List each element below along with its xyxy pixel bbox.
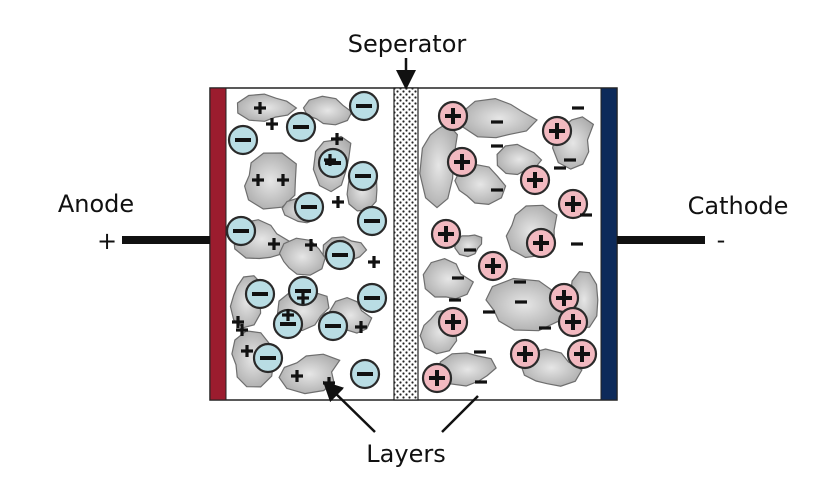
- anode-label: Anode: [58, 190, 134, 218]
- cathode-terminal: [617, 236, 705, 244]
- positive-charge: [282, 309, 294, 321]
- negative-charge: [572, 106, 584, 110]
- layers-label: Layers: [366, 440, 445, 468]
- positive-charge: [305, 239, 317, 251]
- negative-charge: [554, 166, 566, 170]
- negative-ion: [324, 239, 356, 271]
- negative-charge: [449, 298, 461, 302]
- positive-charge: [236, 324, 248, 336]
- negative-charge: [539, 326, 551, 330]
- particle-blob: [236, 93, 298, 122]
- negative-charge: [515, 300, 527, 304]
- positive-charge: [291, 370, 303, 382]
- negative-ion: [348, 90, 380, 122]
- negative-ion: [225, 215, 257, 247]
- positive-ion: [519, 164, 551, 196]
- positive-charge: [355, 321, 367, 333]
- anode-terminal: [122, 236, 210, 244]
- negative-ion: [252, 342, 284, 374]
- negative-ion: [347, 160, 379, 192]
- anode-sign: +: [97, 227, 117, 255]
- negative-charge: [474, 350, 486, 354]
- cathode-plate: [600, 87, 618, 401]
- positive-ion: [421, 362, 453, 394]
- positive-charge: [268, 238, 280, 250]
- positive-ion: [437, 100, 469, 132]
- positive-charge: [277, 174, 289, 186]
- positive-charge: [252, 174, 264, 186]
- negative-charge: [475, 380, 487, 384]
- positive-charge: [368, 256, 380, 268]
- negative-charge: [571, 242, 583, 246]
- layers-arrow-right: [441, 395, 479, 433]
- negative-charge: [464, 248, 476, 252]
- positive-charge: [331, 133, 343, 145]
- negative-ion: [317, 147, 349, 179]
- negative-charge: [580, 213, 592, 217]
- positive-ion: [525, 227, 557, 259]
- positive-ion: [430, 218, 462, 250]
- negative-ion: [356, 205, 388, 237]
- positive-charge: [241, 345, 253, 357]
- cathode-label: Cathode: [688, 192, 789, 220]
- negative-charge: [491, 144, 503, 148]
- negative-ion: [293, 191, 325, 223]
- negative-charge: [491, 120, 503, 124]
- negative-ion: [244, 278, 276, 310]
- layers-arrow-left: [322, 381, 376, 433]
- positive-ion: [477, 250, 509, 282]
- negative-ion: [349, 358, 381, 390]
- negative-ion: [317, 310, 349, 342]
- positive-charge: [266, 118, 278, 130]
- positive-ion: [509, 338, 541, 370]
- positive-ion: [446, 146, 478, 178]
- positive-charge: [324, 154, 336, 166]
- positive-ion: [437, 306, 469, 338]
- negative-ion: [227, 124, 259, 156]
- positive-ion: [541, 115, 573, 147]
- positive-charge: [297, 292, 309, 304]
- positive-ion: [557, 306, 589, 338]
- particle-blob: [422, 258, 475, 300]
- particle-blob: [302, 95, 353, 126]
- positive-charge: [332, 196, 344, 208]
- positive-ion: [557, 188, 589, 220]
- positive-charge: [232, 316, 244, 328]
- positive-ion: [566, 338, 598, 370]
- ions-group: [225, 90, 598, 394]
- anode-plate: [209, 87, 227, 401]
- negative-charge: [452, 276, 464, 280]
- positive-charge: [254, 102, 266, 114]
- negative-ion: [287, 275, 319, 307]
- separator-label: Seperator: [348, 30, 467, 58]
- negative-charge: [483, 310, 495, 314]
- negative-ion: [356, 282, 388, 314]
- negative-charge: [514, 280, 526, 284]
- negative-ion: [285, 111, 317, 143]
- cathode-sign: -: [717, 226, 726, 254]
- negative-ion: [272, 308, 304, 340]
- negative-charge: [491, 188, 503, 192]
- separator: [393, 87, 419, 401]
- negative-charge: [564, 158, 576, 162]
